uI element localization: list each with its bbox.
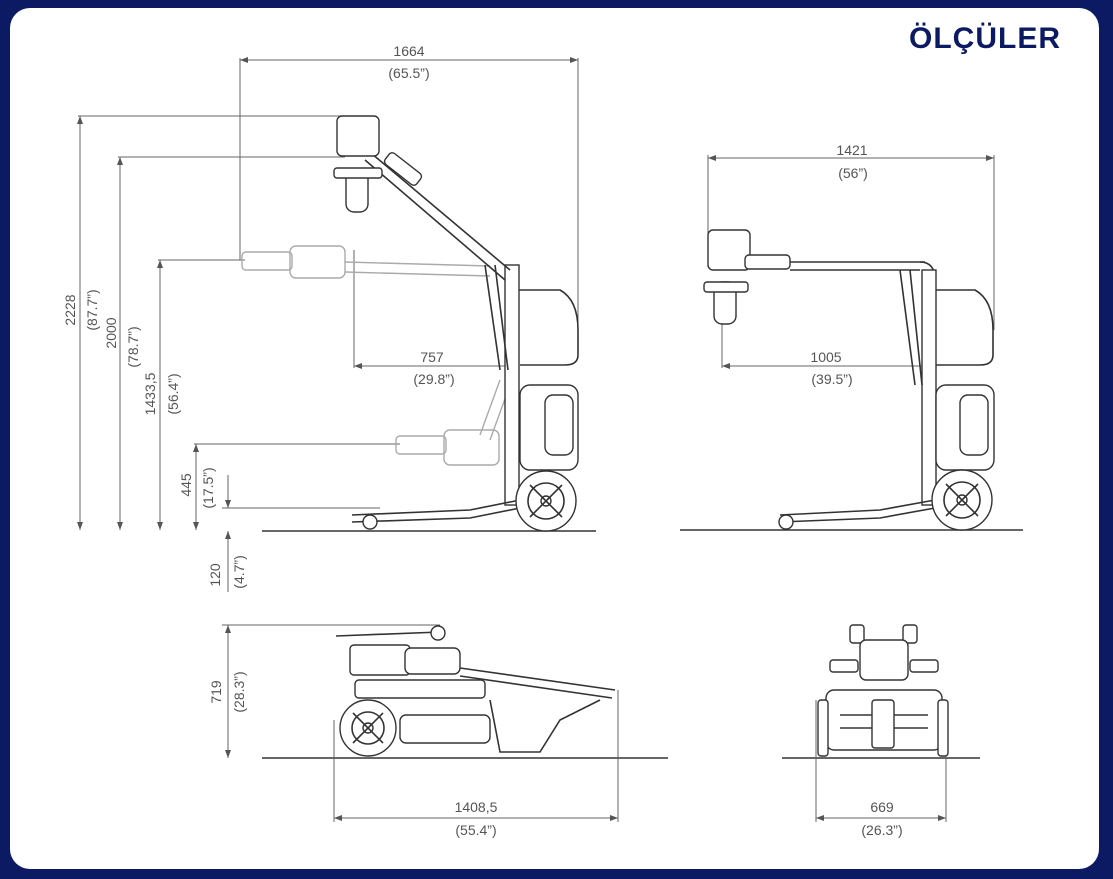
height-low-mm: 445 — [178, 473, 194, 497]
lift-body-front — [817, 624, 949, 757]
folded-view: 719 (28.3”) 1408,5 (55.4”) — [208, 624, 668, 838]
front-width-mm: 669 — [870, 799, 894, 815]
floor-gap-in: (4.7”) — [231, 555, 247, 588]
height-hook-in: (78.7”) — [125, 326, 141, 367]
ext-reach-mm: 1005 — [810, 349, 841, 365]
side-width-mm: 1664 — [393, 43, 424, 59]
side-view: 1664 (65.5”) 757 (29.8”) 2228 (87.7”) 20… — [62, 43, 596, 592]
lift-body-2 — [703, 229, 995, 531]
lift-body-folded — [335, 625, 616, 757]
lift-body — [333, 115, 579, 532]
height-mid-in: (56.4”) — [165, 373, 181, 414]
ext-width-in: (56”) — [838, 165, 868, 181]
side-width-in: (65.5”) — [388, 65, 429, 81]
folded-height-mm: 719 — [208, 680, 224, 704]
height-hook-mm: 2000 — [103, 317, 119, 348]
floor-gap-mm: 120 — [207, 563, 223, 587]
folded-length-mm: 1408,5 — [455, 799, 498, 815]
page-title: ÖLÇÜLER — [909, 22, 1061, 55]
ghost-arm-positions — [241, 245, 511, 466]
height-low-in: (17.5”) — [200, 467, 216, 508]
height-mid-mm: 1433,5 — [142, 372, 158, 415]
ext-reach-in: (39.5”) — [811, 371, 852, 387]
folded-height-in: (28.3”) — [231, 671, 247, 712]
side-reach-mm: 757 — [420, 349, 444, 365]
ext-width-mm: 1421 — [836, 142, 867, 158]
front-view: 669 (26.3”) — [782, 624, 980, 838]
front-width-in: (26.3”) — [861, 822, 902, 838]
height-max-mm: 2228 — [62, 294, 78, 325]
height-max-in: (87.7”) — [84, 289, 100, 330]
folded-length-in: (55.4”) — [455, 822, 496, 838]
side-view-extended: 1421 (56”) 1005 (39.5”) — [680, 142, 1023, 531]
side-reach-in: (29.8”) — [413, 371, 454, 387]
